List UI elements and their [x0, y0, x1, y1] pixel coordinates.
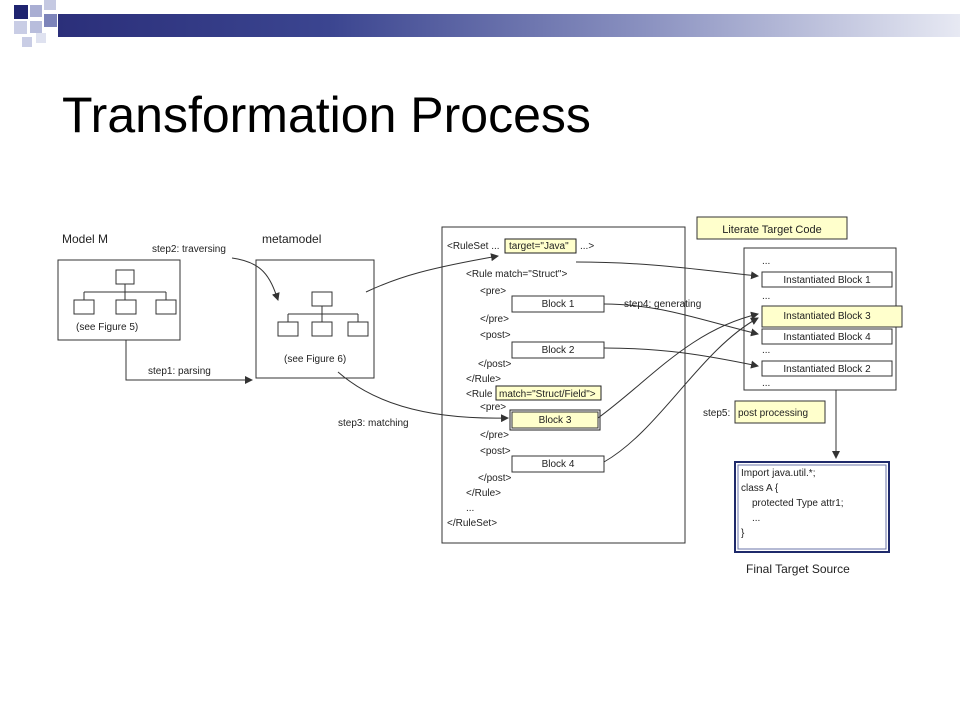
code-rule2-attr: match="Struct/Field">	[499, 389, 596, 400]
block-2-label: Block 2	[542, 345, 575, 356]
code-post1-close: </post>	[478, 359, 512, 370]
final-code-line-5: }	[741, 528, 745, 539]
deco-square-2	[30, 5, 42, 17]
literate-ellipsis-1: ...	[762, 256, 770, 267]
step3-label: step3: matching	[338, 418, 409, 429]
deco-square-4	[14, 21, 27, 34]
code-post2-close: </post>	[478, 473, 512, 484]
inst-block-1-box	[761, 271, 893, 288]
ruleset-target-highlight	[504, 238, 577, 254]
code-ruleset-close: </RuleSet>	[447, 518, 497, 529]
metamodel-to-ruleset-arrow	[365, 253, 499, 293]
code-pre1-open: <pre>	[480, 286, 506, 297]
metamodel-tree	[277, 291, 369, 337]
inst-block-4-label: Instantiated Block 4	[783, 332, 871, 343]
inst-block-3-label: Instantiated Block 3	[783, 311, 871, 322]
slide-title: Transformation Process	[62, 87, 591, 143]
literate-title: Literate Target Code	[722, 224, 821, 236]
metamodel-caption: (see Figure 6)	[284, 354, 346, 365]
inst-block-2-box	[761, 360, 893, 377]
step5-text: post processing	[738, 408, 808, 419]
code-pre2-close: </pre>	[480, 430, 509, 441]
step4-label: step4: generating	[624, 299, 701, 310]
step1-arrow	[125, 340, 253, 384]
deco-square-5	[30, 21, 42, 33]
deco-square-1	[14, 5, 28, 19]
literate-title-box	[696, 216, 848, 240]
code-rule2-prefix: <Rule	[466, 389, 493, 400]
code-pre2-open: <pre>	[480, 402, 506, 413]
model-m-label: Model M	[62, 232, 108, 246]
code-rule-struct: <Rule match="Struct">	[466, 269, 567, 280]
final-code-line-4: ...	[752, 513, 760, 524]
deco-square-7	[22, 37, 32, 47]
block-3-frame	[509, 409, 601, 431]
step3-arrow	[337, 371, 509, 423]
block-4-box	[511, 455, 605, 473]
code-pre1-close: </pre>	[480, 314, 509, 325]
step5-label: step5:	[703, 408, 730, 419]
code-post2-open: <post>	[480, 446, 511, 457]
ruleset-code: <RuleSet ... target="Java" ...> <Rule ma…	[447, 238, 602, 529]
code-rule1-close: </Rule>	[466, 374, 501, 385]
block1-to-inst4-arrow	[603, 303, 759, 337]
block-4-label: Block 4	[542, 459, 575, 470]
step2-arrow	[231, 257, 280, 301]
block-3-label: Block 3	[539, 415, 572, 426]
literate-ellipsis-4: ...	[762, 378, 770, 389]
final-code-line-2: class A {	[741, 483, 779, 494]
model-m-tree	[73, 269, 177, 315]
deco-square-8	[36, 33, 46, 43]
step2-label: step2: traversing	[152, 244, 226, 255]
code-dots: ...	[466, 503, 474, 514]
step5-highlight	[734, 400, 826, 424]
final-code-line-1: Import java.util.*;	[741, 468, 815, 479]
code-ruleset-dots: ...>	[580, 241, 594, 252]
model-m-caption: (see Figure 5)	[76, 322, 138, 333]
final-code: Import java.util.*; class A { protected …	[741, 468, 844, 539]
ruleset-to-inst1-arrow	[575, 261, 759, 280]
code-ruleset-attr: target="Java"	[509, 241, 569, 252]
blocks: Block 1 Block 2 Block 3 Block 4	[509, 295, 605, 473]
final-source-inner	[737, 464, 887, 550]
metamodel-box	[255, 259, 375, 379]
block4-to-inst3-arrow	[603, 317, 759, 463]
inst-block-2-label: Instantiated Block 2	[783, 364, 871, 375]
code-ruleset-open: <RuleSet ...	[447, 241, 500, 252]
deco-square-3	[44, 0, 56, 10]
literate-ellipsis-2: ...	[762, 291, 770, 302]
inst-block-1-label: Instantiated Block 1	[783, 275, 871, 286]
inst-block-3-box	[761, 305, 903, 328]
final-source-box	[734, 461, 890, 553]
title-bar	[58, 14, 960, 37]
final-source-label: Final Target Source	[746, 562, 850, 576]
code-rule2-close: </Rule>	[466, 488, 501, 499]
deco-square-6	[44, 14, 57, 27]
rule2-match-highlight	[495, 385, 602, 401]
block-2-box	[511, 341, 605, 359]
metamodel-label: metamodel	[262, 232, 321, 246]
step1-label: step1: parsing	[148, 366, 211, 377]
block3-to-inst3-arrow	[597, 311, 759, 419]
literate-ellipsis-3: ...	[762, 345, 770, 356]
code-post1-open: <post>	[480, 330, 511, 341]
ruleset-panel	[441, 226, 686, 544]
literate-content: ... Instantiated Block 1 ... Instantiate…	[761, 256, 903, 389]
block2-to-inst2-arrow	[603, 347, 759, 369]
final-code-line-3: protected Type attr1;	[752, 498, 844, 509]
block-3-box	[511, 411, 599, 429]
block-1-label: Block 1	[542, 299, 575, 310]
inst-block-4-box	[761, 328, 893, 345]
